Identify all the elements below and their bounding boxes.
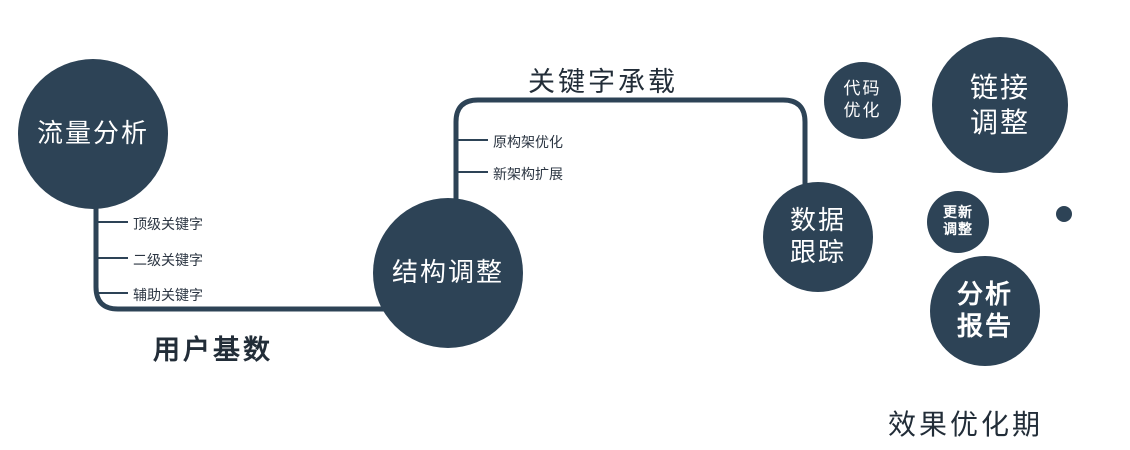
branch-label-second-keywords: 二级关键字 xyxy=(133,253,203,269)
edge-label-user-base: 用户基数 xyxy=(153,335,273,366)
branch-label-top-keywords: 顶级关键字 xyxy=(133,217,203,233)
node-data-tracking-line1: 数据 xyxy=(789,205,846,236)
branch-label-arch-expand: 新架构扩展 xyxy=(493,167,563,183)
node-link-adjustment-line2: 调整 xyxy=(969,106,1030,139)
node-code-optimization-line2: 优化 xyxy=(843,100,882,121)
node-structure-adjustment: 结构调整 xyxy=(373,198,523,348)
node-analysis-report-line1: 分析 xyxy=(956,279,1013,310)
footer-phase-label: 效果优化期 xyxy=(888,408,1044,441)
node-data-tracking: 数据 跟踪 xyxy=(763,182,873,292)
node-structure-adjustment-label: 结构调整 xyxy=(391,257,504,288)
node-traffic-analysis: 流量分析 xyxy=(18,59,168,209)
node-analysis-report-line2: 报告 xyxy=(956,312,1013,342)
node-analysis-report: 分析 报告 xyxy=(930,256,1040,366)
edge-traffic-to-structure xyxy=(93,150,400,312)
node-link-adjustment-line1: 链接 xyxy=(969,71,1030,104)
node-update-adjustment: 更新 调整 xyxy=(927,191,989,253)
node-traffic-analysis-label: 流量分析 xyxy=(36,118,149,149)
edge-label-keyword-carry: 关键字承载 xyxy=(528,67,678,98)
node-code-optimization-line1: 代码 xyxy=(843,79,882,100)
node-data-tracking-line2: 跟踪 xyxy=(789,238,846,268)
node-code-optimization: 代码 优化 xyxy=(824,62,901,139)
branch-label-aux-keywords: 辅助关键字 xyxy=(133,288,203,304)
node-update-adjustment-line1: 更新 xyxy=(943,204,973,221)
dot-marker xyxy=(1056,206,1072,222)
node-link-adjustment: 链接 调整 xyxy=(932,37,1068,173)
edge-structure-to-tracking xyxy=(453,97,808,240)
node-update-adjustment-line2: 调整 xyxy=(943,222,973,238)
branch-label-arch-optimize: 原构架优化 xyxy=(493,135,563,151)
